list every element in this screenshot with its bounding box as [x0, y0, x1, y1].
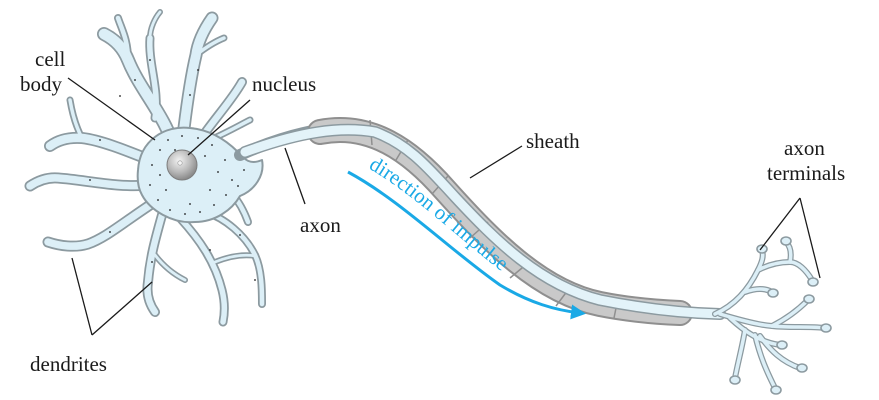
nucleus-shape: [167, 150, 197, 180]
axon-terminals: [715, 237, 831, 394]
dendrites-label: dendrites: [30, 352, 107, 376]
axon-leader: [285, 148, 305, 204]
axon-terminals-label-line2: terminals: [767, 161, 845, 185]
cell-body-label-line1: cell: [35, 47, 65, 71]
cell-body-label-line2: body: [20, 72, 63, 96]
dendrites-leader-1: [72, 258, 92, 335]
sheath-label: sheath: [526, 129, 580, 153]
nucleus-label: nucleus: [252, 72, 316, 96]
sheath-leader: [470, 146, 522, 178]
axon-terminals-label-line1: axon: [784, 136, 825, 160]
axon-terminals-leader-1: [760, 198, 800, 250]
dendrites-leader-2: [92, 282, 152, 335]
axon-label: axon: [300, 213, 341, 237]
